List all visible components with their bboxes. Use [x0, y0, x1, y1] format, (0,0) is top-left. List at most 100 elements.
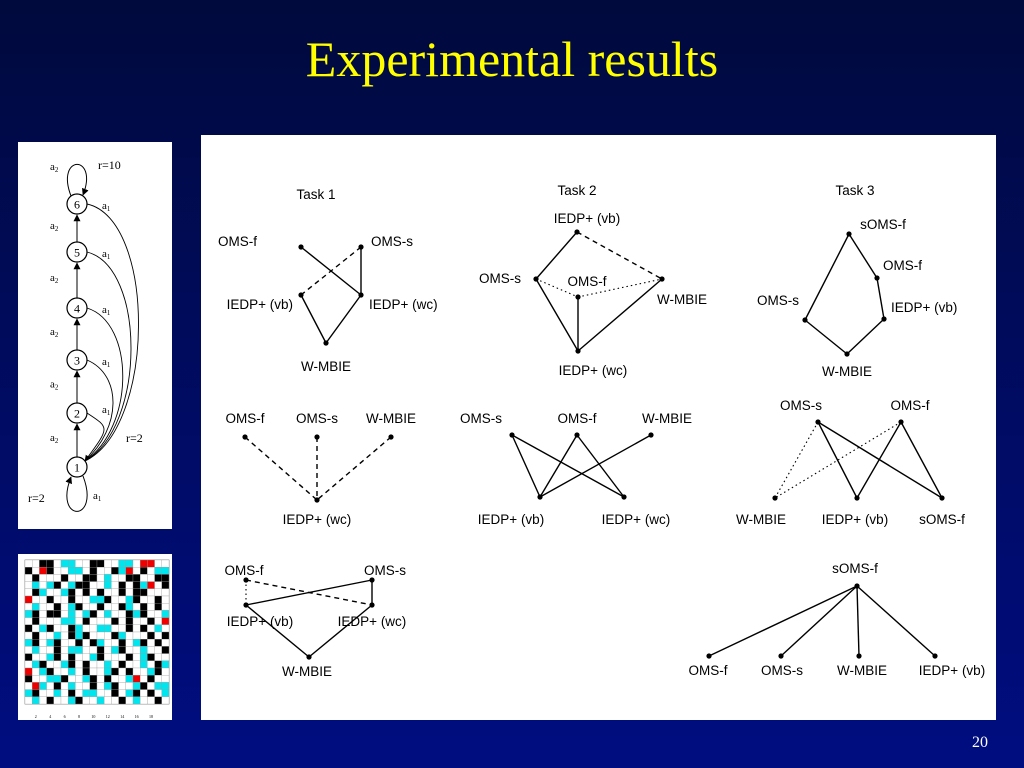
- grid-cell: [68, 696, 76, 705]
- ordering-node: [846, 231, 852, 237]
- grid-cell: [68, 617, 76, 625]
- grid-cell: [140, 631, 148, 640]
- grid-cell: [82, 631, 90, 640]
- grid-cell: [96, 567, 105, 575]
- grid-cell: [39, 682, 47, 690]
- self-loop-arrow: [66, 163, 89, 197]
- grid-cell: [111, 696, 119, 705]
- grid-cell: [104, 682, 112, 690]
- grid-cell: [111, 675, 119, 683]
- algorithm-label: IEDP+ (vb): [891, 300, 957, 315]
- grid-cell: [60, 675, 69, 683]
- algorithm-label: OMS-f: [891, 398, 930, 413]
- grid-cell: [82, 588, 90, 597]
- algorithm-label: W-MBIE: [837, 663, 887, 678]
- grid-cell: [147, 696, 155, 705]
- grid-cell: [161, 603, 170, 611]
- grid-cell: [24, 603, 33, 611]
- grid-cell: [53, 624, 62, 633]
- ordering-node: [772, 495, 778, 501]
- algorithm-label: OMS-f: [225, 563, 264, 578]
- grid-cell: [96, 624, 105, 633]
- grid-cell: [82, 639, 90, 647]
- grid-cell: [125, 595, 134, 604]
- algorithm-label: W-MBIE: [822, 364, 872, 379]
- grid-cell: [154, 660, 162, 669]
- ordering-node: [802, 317, 808, 323]
- ordering-node: [243, 602, 249, 608]
- forward-action-label: a2: [50, 326, 59, 339]
- grid-cell: [39, 588, 47, 597]
- grid-cell: [118, 631, 126, 640]
- ordering-edge: [511, 434, 625, 498]
- grid-cell: [161, 559, 170, 568]
- ordering-edge: [244, 436, 318, 501]
- grid-cell: [46, 603, 54, 611]
- grid-cell: [118, 603, 126, 611]
- grid-cell: [24, 624, 33, 633]
- grid-cell: [75, 603, 83, 611]
- grid-cell: [82, 682, 90, 690]
- grid-cell: [60, 581, 69, 589]
- grid-cell: [75, 559, 83, 568]
- grid-cell: [82, 689, 90, 697]
- grid-cell: [104, 574, 112, 582]
- grid-cell: [111, 574, 119, 582]
- grid-cell: [154, 581, 162, 589]
- grid-cell: [75, 653, 83, 661]
- ordering-edge: [780, 585, 858, 657]
- grid-cell: [46, 581, 54, 589]
- grid-cell: [46, 639, 54, 647]
- algorithm-label: IEDP+ (wc): [338, 614, 407, 629]
- grid-cell: [32, 675, 40, 683]
- ordering-edge: [774, 421, 819, 499]
- grid-cell: [53, 639, 62, 647]
- ordering-edge: [900, 421, 943, 499]
- grid-cell: [53, 574, 62, 582]
- grid-cell: [154, 675, 162, 683]
- ordering-node: [575, 294, 581, 300]
- grid-cell: [132, 689, 141, 697]
- grid-cell: [46, 588, 54, 597]
- grid-cell: [161, 639, 170, 647]
- ordering-edge: [856, 585, 860, 657]
- grid-cell: [60, 667, 69, 676]
- bottom-loop-arrow: [65, 475, 88, 512]
- grid-cell: [32, 639, 40, 647]
- grid-cell: [125, 574, 134, 582]
- grid-cell: [82, 653, 90, 661]
- ordering-node: [648, 432, 654, 438]
- grid-cell: [118, 624, 126, 633]
- grid-cell: [24, 574, 33, 582]
- state-label: 3: [74, 354, 80, 368]
- algorithm-label: OMS-f: [568, 274, 607, 289]
- grid-cell: [53, 617, 62, 625]
- grid-cell: [53, 588, 62, 597]
- grid-cell: [104, 617, 112, 625]
- grid-cell: [161, 631, 170, 640]
- grid-cell: [132, 660, 141, 669]
- grid-cell: [111, 581, 119, 589]
- grid-cell: [39, 675, 47, 683]
- grid-cell: [147, 581, 155, 589]
- grid-cell: [39, 646, 47, 654]
- ordering-edge: [539, 434, 578, 498]
- algorithm-label: W-MBIE: [657, 292, 707, 307]
- grid-cell: [104, 667, 112, 676]
- grid-cell: [104, 603, 112, 611]
- ordering-edge: [576, 231, 663, 280]
- ordering-edge: [577, 278, 663, 352]
- grid-cell: [89, 675, 98, 683]
- algorithm-label: IEDP+ (vb): [919, 663, 985, 678]
- ordering-edge: [245, 579, 373, 606]
- grid-cell: [104, 631, 112, 640]
- grid-cell: [154, 639, 162, 647]
- algorithm-label: OMS-f: [226, 411, 265, 426]
- grid-cell: [154, 646, 162, 654]
- grid-cell: [68, 574, 76, 582]
- grid-cell: [96, 653, 105, 661]
- grid-cell: [82, 675, 90, 683]
- grid-cell: [96, 610, 105, 618]
